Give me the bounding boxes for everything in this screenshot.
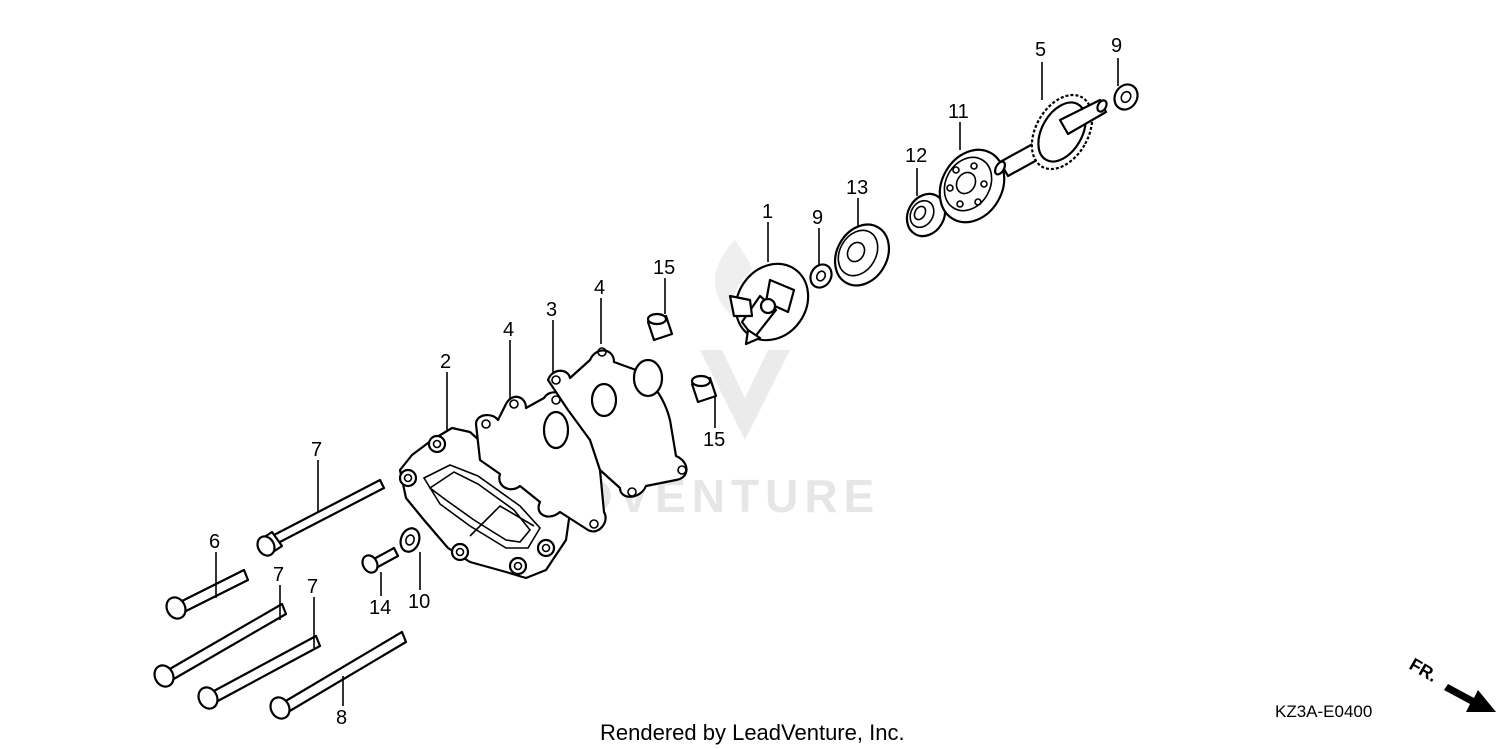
callout-4-left: 4 <box>503 319 514 341</box>
gasket-part-4-front <box>474 391 607 533</box>
washer-part-9-top <box>1113 83 1139 111</box>
diagram-code: KZ3A-E0400 <box>1275 702 1372 721</box>
callout-15-upper: 15 <box>653 257 675 279</box>
callout-7-lower: 7 <box>307 576 318 598</box>
washer-part-10 <box>399 527 421 553</box>
pump-cover-part-2 <box>398 426 572 580</box>
callout-5: 5 <box>1035 39 1046 61</box>
bolt-part-7-upper <box>256 478 386 557</box>
bolt-part-7-middle <box>153 602 288 688</box>
callout-7-upper: 7 <box>311 439 322 461</box>
callout-4-right: 4 <box>594 277 605 299</box>
front-direction-marker: FR. <box>1406 654 1496 712</box>
callout-10: 10 <box>408 591 430 613</box>
leader-lines <box>215 58 1119 706</box>
oil-seal-part-12 <box>905 192 947 238</box>
dowel-pin-part-15-upper <box>646 312 674 342</box>
seal-part-13 <box>833 223 891 287</box>
callout-14: 14 <box>369 597 391 619</box>
credit-text: Rendered by LeadVenture, Inc. <box>600 720 905 745</box>
bolt-part-8 <box>269 630 408 720</box>
callout-7-middle: 7 <box>273 564 284 586</box>
pump-shaft-gear-part-5 <box>993 93 1108 178</box>
bolt-part-6 <box>165 568 250 620</box>
impeller-part-1 <box>728 262 810 346</box>
washer-part-9-middle <box>809 263 833 289</box>
dowel-pin-part-15-lower <box>690 374 718 404</box>
callout-11: 11 <box>948 101 969 123</box>
callout-13: 13 <box>846 177 868 199</box>
plate-part-3 <box>546 347 688 498</box>
callout-6: 6 <box>209 531 220 553</box>
bolt-part-14 <box>361 546 400 574</box>
bolt-part-7-lower <box>197 634 322 710</box>
callout-15-lower: 15 <box>703 429 725 451</box>
callout-12: 12 <box>905 145 927 167</box>
front-arrow-icon <box>1444 684 1496 712</box>
front-label: FR. <box>1406 654 1441 686</box>
callout-1: 1 <box>762 201 773 223</box>
callout-9-top: 9 <box>1111 35 1122 57</box>
callout-8: 8 <box>336 707 347 729</box>
callout-9-middle: 9 <box>812 207 823 229</box>
callout-3: 3 <box>546 299 557 321</box>
watermark-logo <box>700 350 790 440</box>
callout-labels: 1 2 3 4 4 5 6 7 7 7 8 9 9 10 11 12 13 14… <box>209 35 1122 729</box>
callout-2: 2 <box>440 351 451 373</box>
bearing-part-11 <box>938 148 1006 224</box>
